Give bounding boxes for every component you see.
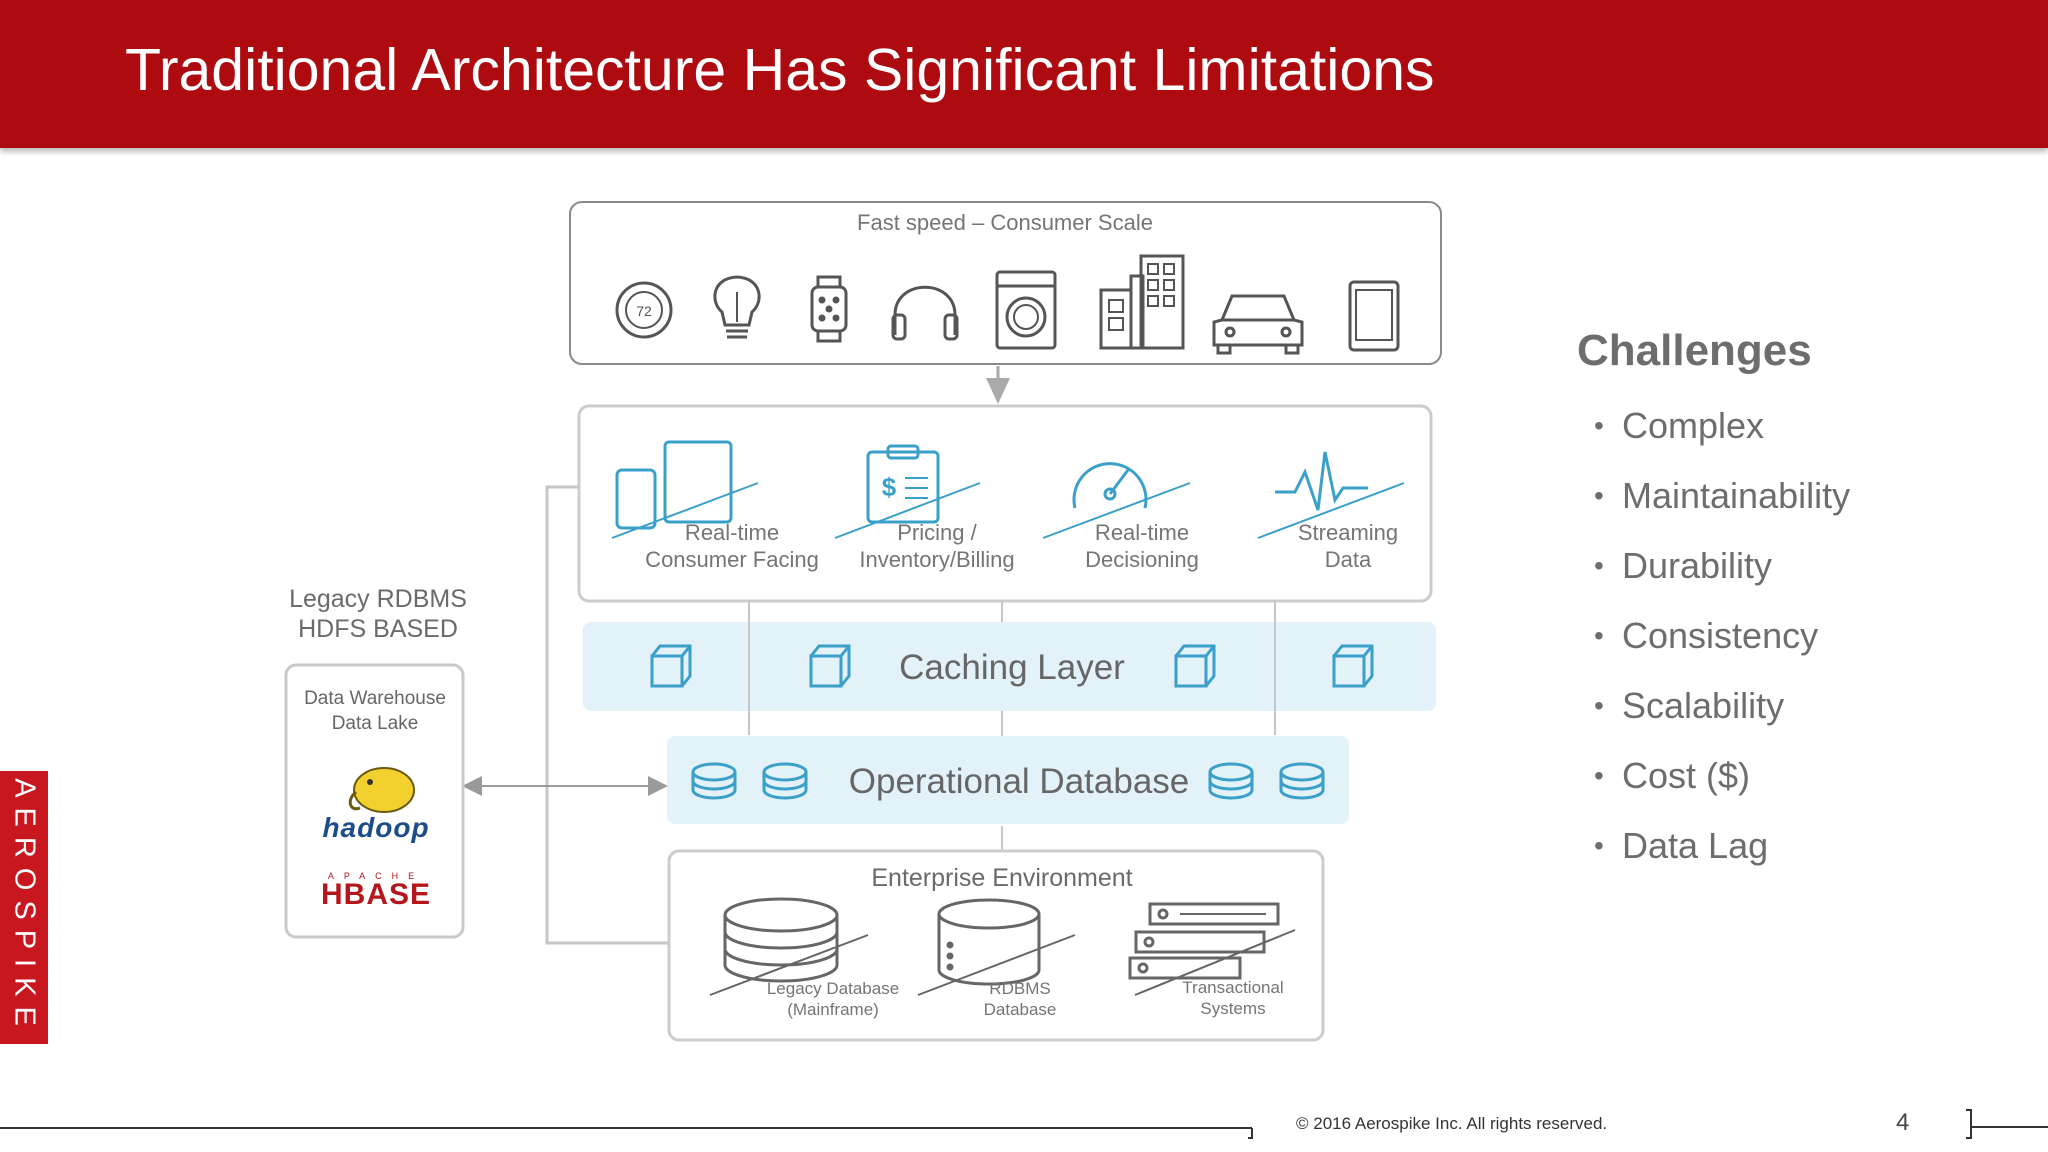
challenge-item: •Durability (1594, 545, 1773, 586)
slide-title: Traditional Architecture Has Significant… (125, 37, 1435, 103)
enterprise-item-line2: (Mainframe) (787, 1000, 879, 1019)
app-label-line2: Data (1324, 547, 1372, 572)
app-label-line2: Inventory/Billing (859, 547, 1015, 572)
cache-cube-icon (1174, 644, 1216, 688)
footer-bracket-left (1248, 1128, 1253, 1139)
washing-machine-icon (995, 270, 1057, 350)
devices-icon (611, 440, 759, 539)
operational-database-label: Operational Database (848, 762, 1190, 801)
data-warehouse-label: Data Warehouse (304, 688, 446, 709)
smartwatch-icon (810, 275, 848, 343)
light-bulb-icon (713, 275, 761, 339)
challenge-item: •Scalability (1594, 685, 1785, 726)
enterprise-item-line1: RDBMS (989, 979, 1051, 998)
challenge-item: •Complex (1594, 405, 1765, 446)
enterprise-item-line1: Transactional (1182, 978, 1284, 997)
enterprise-title: Enterprise Environment (871, 864, 1133, 892)
footer-bracket-right (1966, 1109, 1972, 1139)
challenges-list: •Complex •Maintainability •Durability •C… (1594, 398, 1850, 888)
hbase-logo: HBASE (320, 878, 432, 911)
devices-box-title: Fast speed – Consumer Scale (857, 210, 1153, 235)
hadoop-elephant-icon (348, 767, 415, 813)
thermostat-icon: 72 (615, 281, 673, 339)
challenges-title: Challenges (1577, 326, 1812, 375)
devices-box (569, 201, 1442, 365)
gauge-icon (1042, 462, 1191, 539)
enterprise-item-line2: Database (983, 1000, 1057, 1019)
challenge-item: •Maintainability (1594, 475, 1851, 516)
legacy-label-line1: Legacy RDBMS (289, 585, 467, 613)
bracket-line (545, 485, 668, 945)
challenge-item: •Consistency (1594, 615, 1819, 656)
copyright-text: © 2016 Aerospike Inc. All rights reserve… (1296, 1114, 1608, 1133)
database-stack-icon (709, 897, 869, 996)
enterprise-box (667, 849, 1325, 1042)
app-label-line2: Decisioning (1085, 547, 1199, 572)
svg-text:$: $ (882, 472, 897, 502)
enterprise-item-line2: Systems (1200, 999, 1266, 1018)
applications-box (577, 404, 1433, 603)
database-cylinder-icon (917, 898, 1076, 996)
app-label-line1: Real-time (684, 520, 780, 545)
app-label-line2: Consumer Facing (645, 547, 819, 572)
clipboard-dollar-icon: $ (834, 444, 981, 539)
operational-database-band (667, 736, 1349, 824)
cache-cube-icon (1332, 644, 1374, 688)
legacy-label-line2: HDFS BASED (298, 615, 458, 643)
headphones-icon (891, 285, 959, 341)
app-label-line1: Streaming (1297, 520, 1399, 545)
aerospike-logo-text: AEROSPIKE (8, 778, 41, 1036)
cache-cube-icon (650, 644, 692, 688)
buildings-icon (1099, 254, 1185, 350)
svg-text:72: 72 (636, 303, 652, 319)
page-number: 4 (1896, 1109, 1910, 1136)
database-disk-icon (1279, 762, 1325, 800)
aerospike-logo: AEROSPIKE (0, 771, 48, 1044)
data-lake-label: Data Lake (331, 713, 419, 734)
challenge-item: •Data Lag (1594, 825, 1769, 866)
title-bar: Traditional Architecture Has Significant… (0, 0, 2048, 148)
challenge-item: •Cost ($) (1594, 755, 1751, 796)
database-disk-icon (762, 762, 808, 800)
database-disk-icon (691, 762, 737, 800)
caching-layer-label: Caching Layer (899, 648, 1125, 687)
cache-cube-icon (809, 644, 851, 688)
enterprise-item-line1: Legacy Database (766, 979, 900, 998)
heartbeat-icon (1257, 451, 1405, 539)
hadoop-logo: hadoop (322, 812, 430, 843)
apache-label: APACHE (327, 871, 425, 881)
caching-layer-band (583, 622, 1436, 711)
server-rack-icon (1128, 902, 1296, 996)
app-label-line1: Pricing / (897, 520, 977, 545)
connector-lines (748, 602, 1276, 850)
car-icon (1212, 294, 1304, 355)
tablet-icon (1348, 280, 1400, 352)
database-disk-icon (1208, 762, 1254, 800)
app-label-line1: Real-time (1094, 520, 1190, 545)
